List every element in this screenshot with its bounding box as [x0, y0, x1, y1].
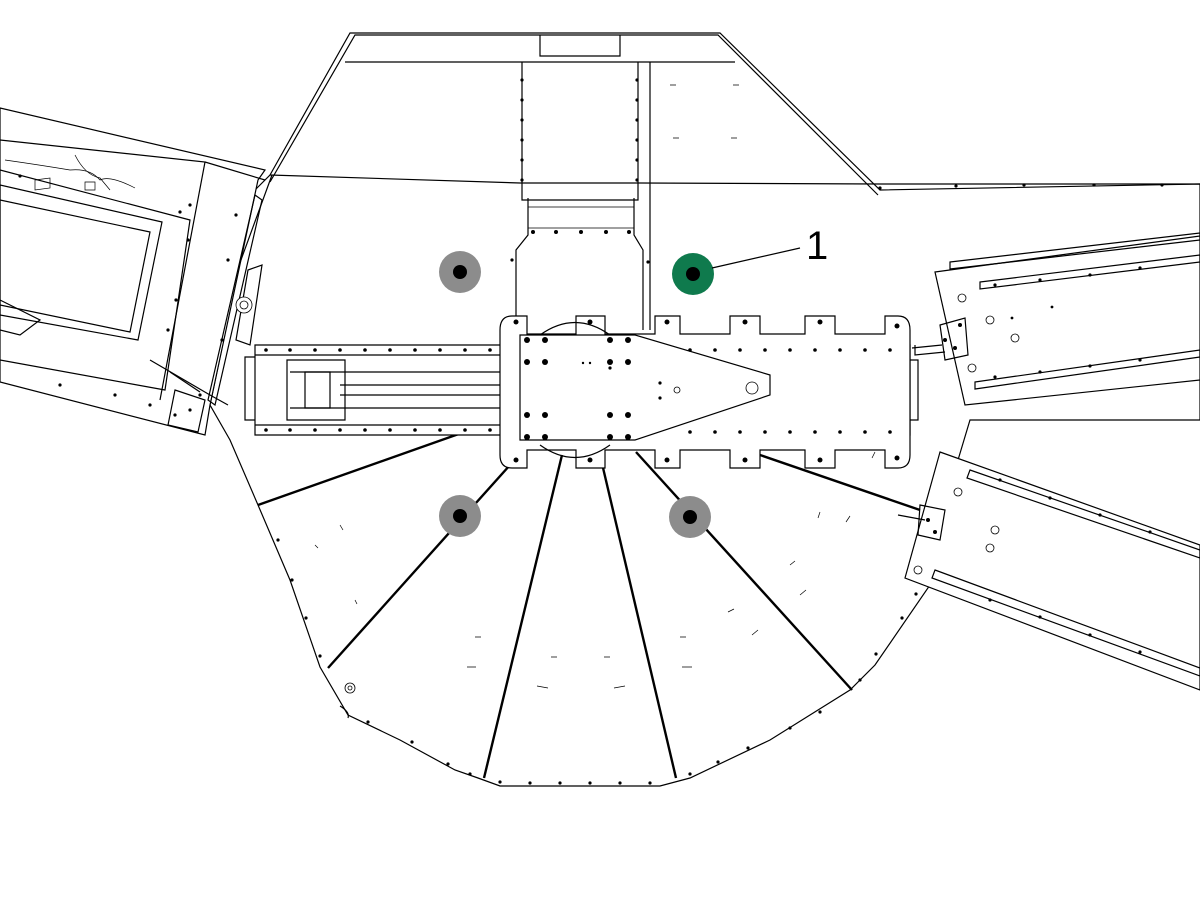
marker-1: [672, 253, 714, 295]
marker-3-center: [453, 509, 467, 523]
marker-2-center: [453, 265, 467, 279]
right-lower-rivets: [926, 478, 1152, 654]
callout-1: 1: [711, 224, 828, 269]
right-lower-panel: [897, 451, 1200, 691]
plate-rivets: [276, 78, 1164, 785]
marker-2: [439, 251, 481, 293]
left-panel: [0, 107, 266, 436]
plate-markings: [314, 84, 876, 689]
slide-rail-assembly: [244, 315, 919, 469]
marker-3: [439, 495, 481, 537]
rail-rivets: [264, 319, 900, 463]
left-panel-rivets: [18, 174, 238, 417]
marker-4: [669, 496, 711, 538]
marker-4-center: [683, 510, 697, 524]
right-upper-panel: [911, 232, 1200, 406]
marker-1-center: [686, 267, 700, 281]
callout-leader-line: [711, 247, 801, 269]
callout-label: 1: [806, 224, 828, 268]
right-upper-rivets: [943, 266, 1142, 379]
